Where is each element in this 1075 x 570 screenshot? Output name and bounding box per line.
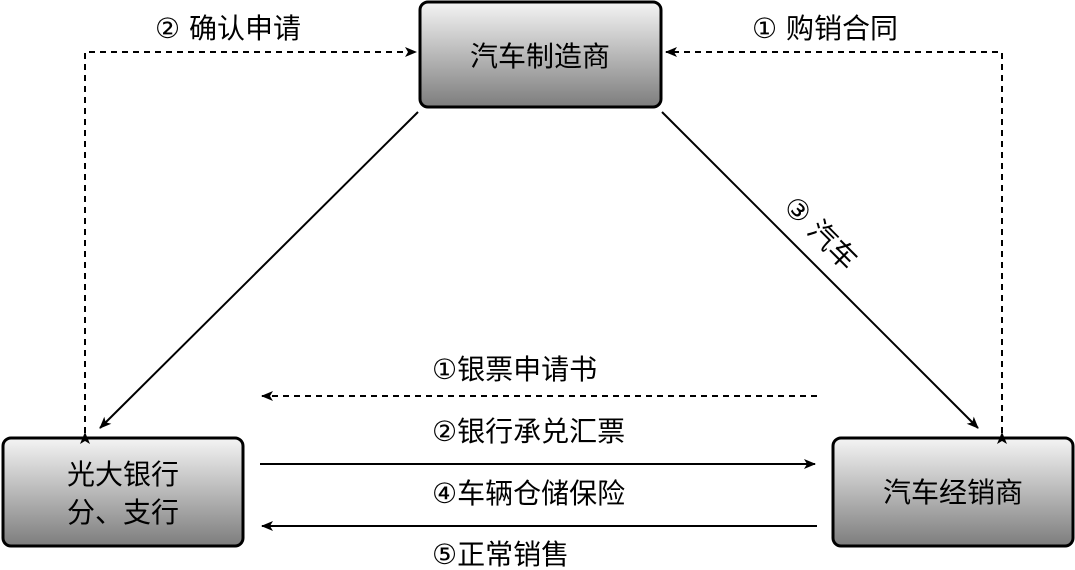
bill-application-label: ①银票申请书 [432,353,597,386]
bank-node: 光大银行 分、支行 [1,436,245,548]
purchase-contract-connector [665,47,1007,444]
dealer-node: 汽车经销商 [831,436,1075,548]
manufacturer-node: 汽车制造商 [418,0,663,109]
bank-acceptance-bill-label: ②银行承兑汇票 [432,415,625,448]
manufacturer-to-bank-arrow [99,111,419,429]
dealer-label: 汽车经销商 [883,476,1023,509]
vehicle-storage-insurance-label: ④车辆仓储保险 [432,477,625,510]
normal-sales-label: ⑤正常销售 [432,538,569,570]
confirm-application-label: ② 确认申请 [155,12,301,45]
purchase-contract-label: ① 购销合同 [752,12,898,45]
confirm-application-connector [80,47,417,444]
bank-label-line1: 光大银行 [67,458,179,491]
car-delivery-arrow [661,111,979,429]
car-delivery-label: ③ 汽车 [777,190,864,277]
manufacturer-label: 汽车制造商 [470,40,610,73]
bank-label-line2: 分、支行 [67,496,179,529]
